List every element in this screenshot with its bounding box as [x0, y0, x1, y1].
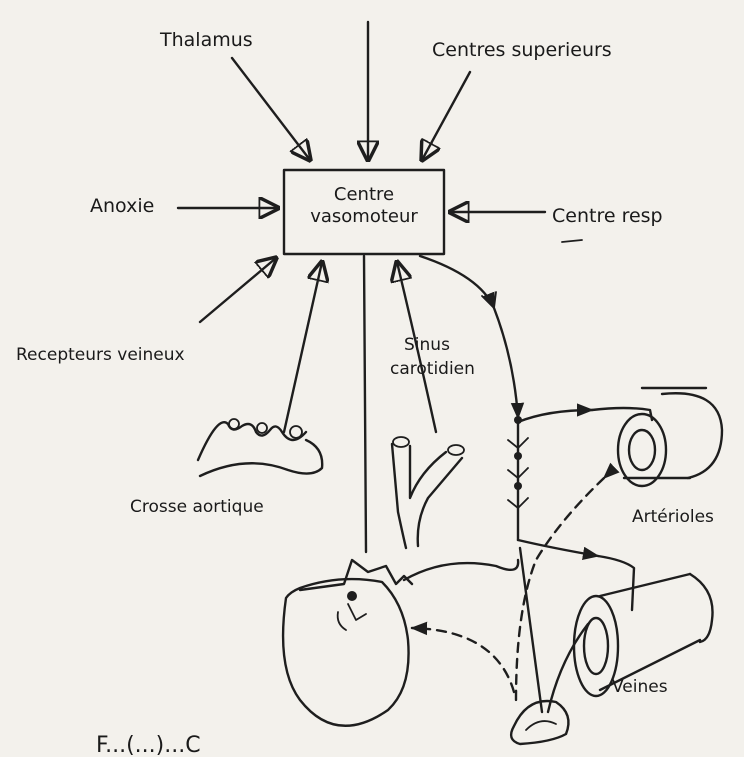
line-to-tissue-2 [548, 624, 588, 712]
label-recepteurs-veineux: Recepteurs veineux [16, 345, 185, 365]
label-veines: Veines [612, 677, 668, 697]
capillary-tissue [511, 701, 568, 744]
label-arterioles: Artérioles [632, 507, 714, 527]
efferent-to-heart [364, 256, 366, 552]
centre-box-line1: Centre [334, 184, 394, 205]
label-thalamus: Thalamus [159, 29, 253, 51]
label-sinus: Sinus [404, 335, 450, 355]
label-carotidien: carotidien [390, 359, 475, 379]
arrow-crosse-aortique [284, 262, 322, 432]
dashed-to-heart [412, 628, 514, 692]
efferent-right [420, 256, 518, 540]
veine-nerve [598, 556, 634, 610]
arrow-thalamus [232, 58, 310, 160]
label-crosse-aortique: Crosse aortique [130, 497, 264, 517]
ganglion-2 [514, 452, 522, 460]
label-centre-resp: Centre resp [552, 205, 663, 227]
dashed-venous-return [516, 478, 604, 700]
ganglion-3 [514, 482, 522, 490]
label-centres-superieurs: Centres superieurs [432, 39, 612, 61]
arrow-centres-superieurs [422, 72, 470, 160]
branch-to-arterioles [518, 410, 592, 422]
label-bottom-partial: F...(...)...C [96, 733, 201, 757]
centre-box-line2: vasomoteur [310, 206, 418, 227]
aorta-to-tissue [404, 560, 518, 580]
arrow-recepteurs-veineux [200, 258, 276, 322]
carotid-sinus [392, 437, 464, 548]
label-anoxie: Anoxie [90, 195, 154, 217]
pencil-mark [562, 240, 582, 242]
arteriole-cylinder [618, 388, 722, 486]
branch-to-veines [518, 540, 598, 556]
heart [283, 560, 412, 726]
aortic-arch [198, 419, 322, 476]
